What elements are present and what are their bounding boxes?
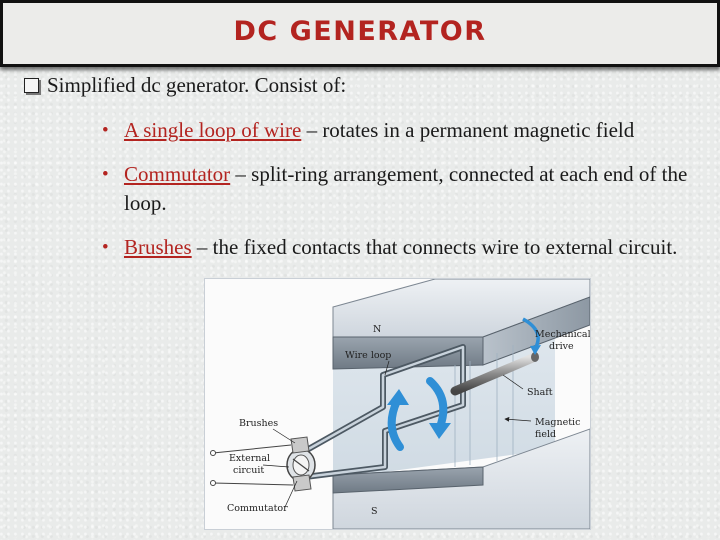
label-external: External <box>229 453 270 464</box>
checkbox-icon <box>24 78 39 93</box>
bullet-term: Commutator <box>124 162 231 186</box>
commutator <box>286 448 316 482</box>
label-north: N <box>373 324 381 335</box>
wire-loop <box>303 344 466 480</box>
bullet-item-commutator: • Commutator – split-ring arrangement, c… <box>100 160 700 218</box>
label-mechanical: Mechanical <box>535 329 590 340</box>
south-magnet <box>332 428 590 529</box>
bullet-description: – the fixed contacts that connects wire … <box>191 235 678 259</box>
label-circuit: circuit <box>233 465 264 476</box>
bullet-description: – rotates in a permanent magnetic field <box>301 118 635 142</box>
bullet-list: • A single loop of wire – rotates in a p… <box>100 116 700 262</box>
bullet-item-loop: • A single loop of wire – rotates in a p… <box>100 116 700 145</box>
leader-lines <box>262 360 532 508</box>
label-commutator: Commutator <box>227 503 288 514</box>
bullet-dot-icon: • <box>102 237 109 258</box>
label-drive: drive <box>549 341 574 352</box>
slide-title: DC GENERATOR <box>233 16 487 47</box>
bullet-item-brushes: • Brushes – the fixed contacts that conn… <box>100 233 700 262</box>
bullet-dot-icon: • <box>102 120 109 141</box>
label-brushes: Brushes <box>239 418 278 429</box>
bullet-description: – split-ring arrangement, connected at e… <box>124 162 688 215</box>
shaft <box>450 352 540 396</box>
label-shaft: Shaft <box>527 387 553 398</box>
bullet-dot-icon: • <box>102 164 109 185</box>
diagram-svg: N S Wire loop Mechanical drive Shaft Bru… <box>210 279 590 529</box>
bullet-term: A single loop of wire <box>124 118 302 142</box>
label-magnetic: Magnetic <box>535 417 580 428</box>
external-circuit <box>210 444 294 486</box>
intro-line: Simplified dc generator. Consist of: <box>24 73 346 98</box>
intro-text: Simplified dc generator. Consist of: <box>47 73 347 97</box>
label-south: S <box>371 506 378 517</box>
label-wire-loop: Wire loop <box>345 350 391 361</box>
bullet-term: Brushes <box>124 235 192 259</box>
rotation-arrows-icon <box>387 317 541 451</box>
label-field: field <box>535 429 556 440</box>
title-bar: DC GENERATOR <box>0 0 720 67</box>
dc-generator-diagram: N S Wire loop Mechanical drive Shaft Bru… <box>204 278 591 530</box>
